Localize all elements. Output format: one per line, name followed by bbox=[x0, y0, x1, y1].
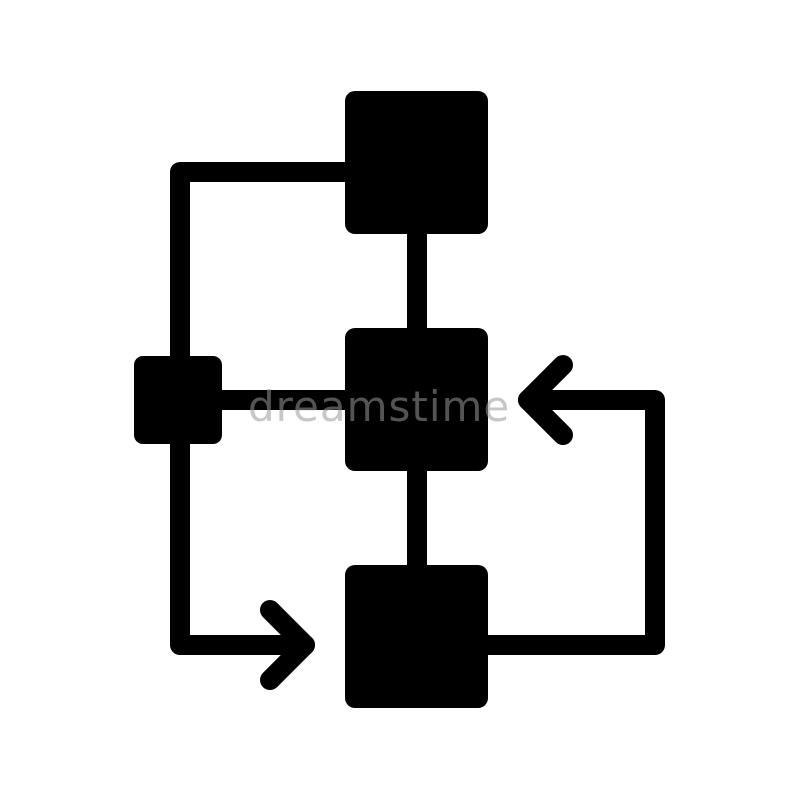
arrowhead-left-icon bbox=[518, 355, 573, 445]
arrowhead-right-icon bbox=[260, 600, 315, 690]
flow-box-middle bbox=[345, 328, 488, 471]
flow-box-bottom bbox=[345, 565, 488, 708]
connector-top-to-left-node bbox=[170, 162, 360, 370]
connector-left-node-to-bottom-box bbox=[170, 430, 315, 655]
connector-bottom-box-return-loop bbox=[475, 390, 665, 655]
flow-box-top bbox=[345, 91, 488, 234]
flow-node-left bbox=[134, 356, 222, 444]
